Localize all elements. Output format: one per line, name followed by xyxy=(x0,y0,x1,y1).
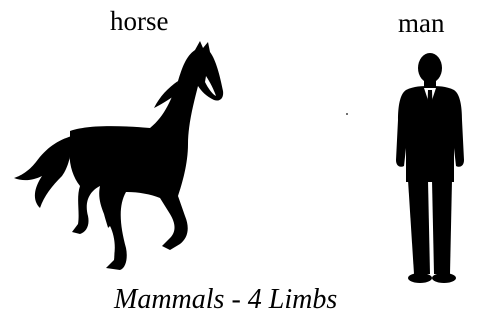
print-speck xyxy=(346,113,348,115)
caption: Mammals - 4 Limbs xyxy=(114,286,337,314)
man-label: man xyxy=(398,10,445,37)
horse-label: horse xyxy=(110,8,168,35)
horse-silhouette-image xyxy=(10,36,225,272)
man-silhouette-image xyxy=(388,50,468,290)
